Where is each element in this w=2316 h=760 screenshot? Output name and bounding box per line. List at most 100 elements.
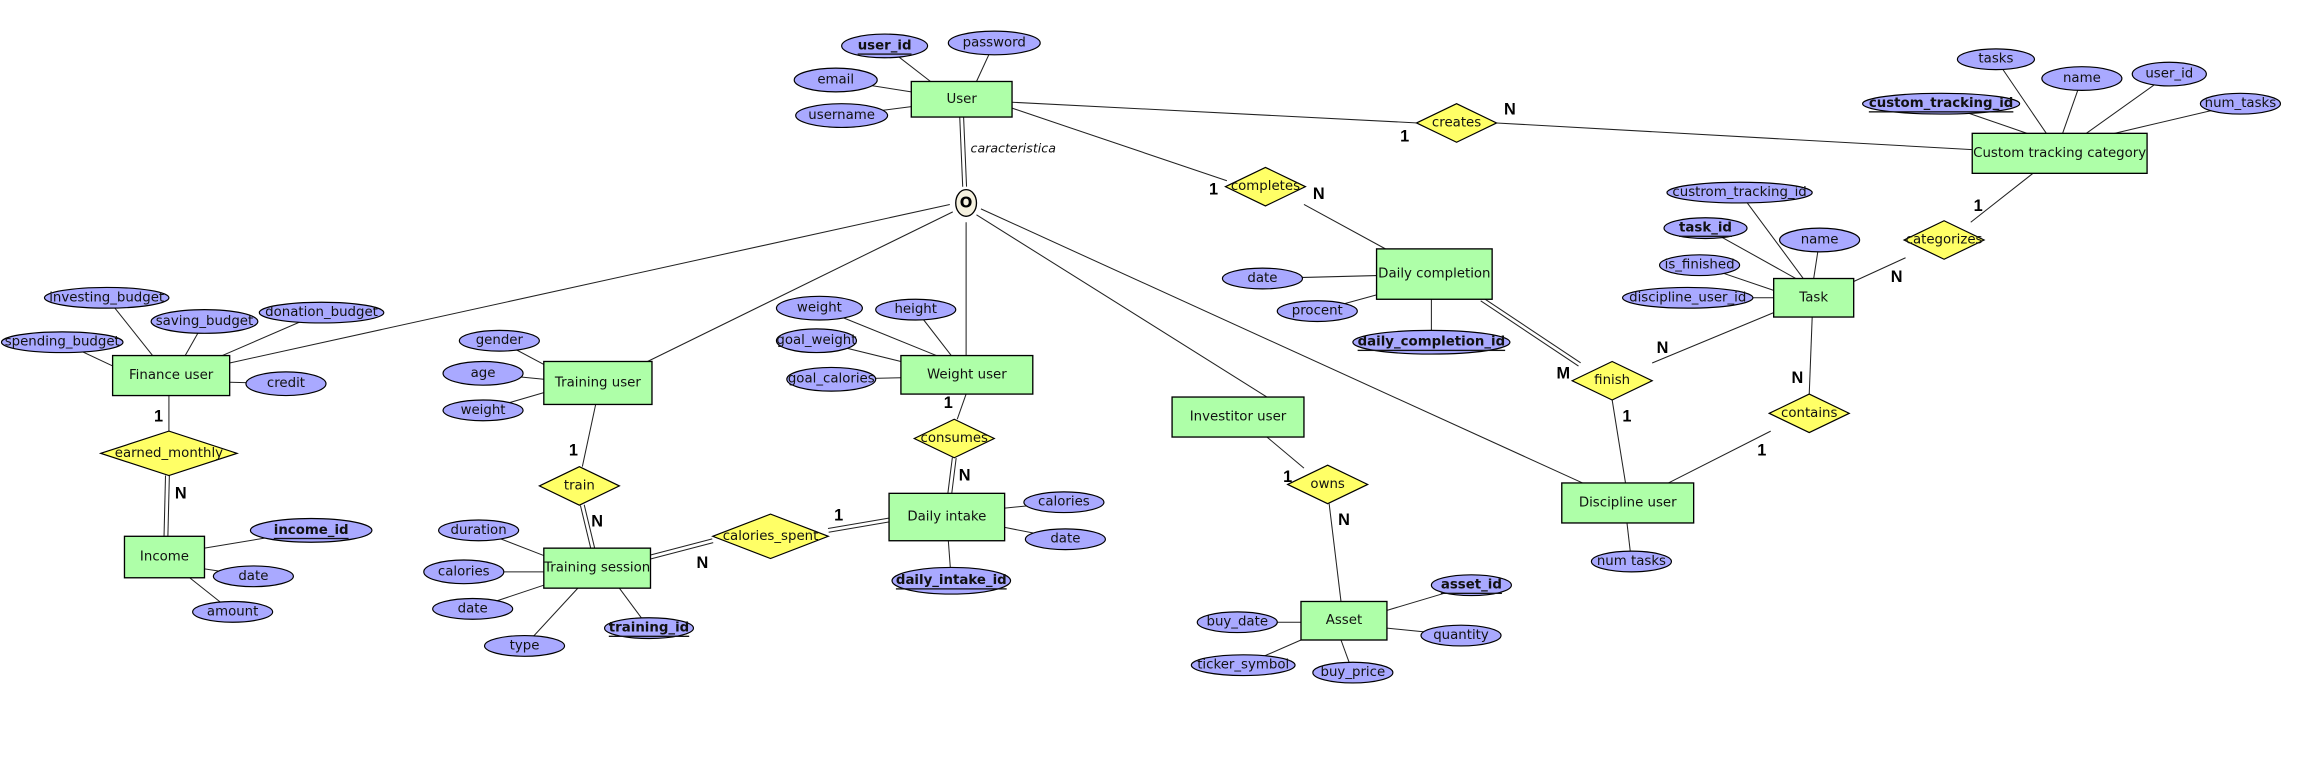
entity-task[interactable]: Task — [1773, 277, 1855, 318]
attribute-user-user-id[interactable]: user_id — [841, 33, 929, 59]
attribute-training-session-type[interactable]: type — [483, 634, 566, 657]
attribute-label: credit — [267, 376, 305, 391]
attribute-training-session-calories[interactable]: calories — [423, 559, 505, 585]
attribute-user-username[interactable]: username — [795, 103, 889, 128]
attribute-daily-completion-procent[interactable]: procent — [1276, 300, 1358, 323]
attribute-daily-intake-date[interactable]: date — [1024, 528, 1106, 551]
relationship-label: completes — [1231, 179, 1300, 194]
entity-investitor-user[interactable]: Investitor user — [1171, 396, 1305, 438]
entity-income[interactable]: Income — [123, 535, 206, 579]
attribute-asset-asset-id[interactable]: asset_id — [1430, 574, 1512, 597]
relationship-train[interactable]: train — [537, 466, 621, 506]
relationship-earned-monthly[interactable]: earned_monthly — [98, 430, 239, 477]
relationship-owns[interactable]: owns — [1286, 464, 1370, 505]
attribute-finance-user-spending-budget[interactable]: spending_budget — [0, 331, 124, 354]
attribute-task-name[interactable]: name — [1779, 227, 1861, 253]
cardinality-train-training-session: N — [591, 512, 603, 530]
attribute-daily-completion-date[interactable]: date — [1221, 267, 1304, 290]
cardinality-earned-monthly-finance-user: 1 — [154, 407, 163, 425]
attribute-task-discipline-user-id[interactable]: discipline_user_id — [1621, 286, 1754, 309]
primary-key-label: daily_completion_id — [1358, 335, 1505, 350]
attribute-training-user-gender[interactable]: gender — [458, 329, 540, 352]
attribute-weight-user-height[interactable]: height — [875, 298, 957, 321]
attribute-income-amount[interactable]: amount — [192, 600, 274, 623]
attribute-label: amount — [207, 604, 258, 619]
attribute-weight-user-goal-weight[interactable]: goal_weight — [775, 328, 858, 354]
entity-finance-user[interactable]: Finance user — [111, 354, 231, 397]
entity-label: Finance user — [129, 368, 214, 383]
attribute-weight-user-weight[interactable]: weight — [775, 295, 863, 321]
attribute-label: duration — [451, 523, 507, 538]
relationship-label: contains — [1781, 406, 1837, 421]
attribute-training-session-duration[interactable]: duration — [438, 519, 520, 542]
attribute-training-session-date[interactable]: date — [432, 597, 514, 620]
attribute-training-user-age[interactable]: age — [442, 360, 524, 386]
attribute-income-income-id[interactable]: income_id — [249, 517, 373, 543]
entity-daily-intake[interactable]: Daily intake — [888, 492, 1006, 542]
attribute-income-date[interactable]: date — [212, 565, 294, 588]
entity-discipline-user[interactable]: Discipline user — [1561, 482, 1695, 524]
attribute-label: goal_calories — [788, 372, 875, 387]
attribute-finance-user-credit[interactable]: credit — [245, 371, 327, 397]
cardinality-contains-discipline-user: 1 — [1757, 441, 1766, 459]
entity-training-user[interactable]: Training user — [543, 360, 653, 406]
attribute-weight-user-goal-calories[interactable]: goal_calories — [786, 366, 877, 392]
edge-spec-finance-user — [229, 203, 950, 364]
attribute-discipline-user-num-tasks[interactable]: num tasks — [1590, 550, 1673, 573]
edges-layer — [62, 42, 2241, 673]
attribute-label: age — [471, 366, 496, 381]
specialization-circle[interactable]: O — [955, 188, 978, 217]
attribute-daily-intake-calories[interactable]: calories — [1023, 491, 1105, 514]
attribute-custom-tracking-category-name[interactable]: name — [2041, 66, 2123, 91]
attribute-task-task-id[interactable]: task_id — [1663, 217, 1748, 240]
relationship-categorizes[interactable]: categorizes — [1902, 220, 1986, 260]
entity-weight-user[interactable]: Weight user — [900, 354, 1034, 395]
entity-label: Daily completion — [1378, 267, 1490, 282]
attribute-asset-ticker-symbol[interactable]: ticker_symbol — [1190, 654, 1296, 677]
attribute-asset-quantity[interactable]: quantity — [1420, 624, 1502, 647]
edge-weight-user-consumes — [956, 393, 967, 420]
attribute-task-is-finished[interactable]: is_finished — [1658, 254, 1741, 277]
edge-custom-tracking-categorizes — [1970, 172, 2034, 223]
attribute-finance-user-donation-budget[interactable]: donation_budget — [258, 301, 385, 324]
relationship-completes[interactable]: completes — [1224, 166, 1307, 207]
entity-user[interactable]: User — [910, 80, 1013, 118]
entity-label: User — [946, 92, 977, 107]
cardinality-categorizes-custom-tracking-category: 1 — [1974, 197, 1983, 215]
entity-asset[interactable]: Asset — [1300, 600, 1388, 641]
attribute-label: num_tasks — [2205, 96, 2277, 111]
attribute-training-user-weight[interactable]: weight — [442, 399, 524, 422]
attribute-asset-buy-price[interactable]: buy_price — [1312, 661, 1394, 684]
attribute-training-session-training-id[interactable]: training_id — [603, 617, 695, 640]
edge-spec-training-user — [647, 211, 954, 362]
attribute-custom-tracking-category-num-tasks[interactable]: num_tasks — [2199, 92, 2282, 115]
relationship-calories-spent[interactable]: calories_spent — [711, 513, 830, 560]
attribute-finance-user-saving-budget[interactable]: saving_budget — [150, 309, 259, 334]
attribute-label: buy_price — [1321, 665, 1386, 680]
edge-user-specialization — [959, 116, 968, 187]
attribute-custom-tracking-category-user-id[interactable]: user_id — [2131, 61, 2207, 87]
attribute-user-email[interactable]: email — [793, 67, 878, 93]
entity-training-session[interactable]: Training session — [543, 547, 652, 589]
relationship-creates[interactable]: creates — [1415, 103, 1498, 143]
attribute-finance-user-investing-budget[interactable]: investing_budget — [43, 286, 170, 309]
entity-custom-tracking-category[interactable]: Custom tracking category — [1971, 132, 2148, 174]
relationship-finish[interactable]: finish — [1570, 360, 1654, 401]
specialization-symbol: O — [960, 194, 973, 211]
attribute-daily-intake-daily-intake-id[interactable]: daily_intake_id — [891, 566, 1012, 595]
entity-daily-completion[interactable]: Daily completion — [1375, 248, 1493, 300]
attribute-task-custrom-tracking-id[interactable]: custrom_tracking_id — [1666, 181, 1813, 204]
attribute-label: date — [238, 569, 268, 584]
attribute-custom-tracking-category-custom-tracking-id[interactable]: custom_tracking_id — [1861, 92, 2021, 115]
attribute-label: tasks — [1978, 52, 2013, 67]
attribute-user-password[interactable]: password — [947, 30, 1041, 56]
attribute-custom-tracking-category-tasks[interactable]: tasks — [1956, 48, 2036, 71]
attribute-daily-completion-daily-completion-id[interactable]: daily_completion_id — [1352, 329, 1511, 355]
attribute-label: investing_budget — [49, 290, 164, 305]
relationship-consumes[interactable]: consumes — [912, 418, 996, 459]
relationship-contains[interactable]: contains — [1767, 393, 1851, 434]
attribute-asset-buy-date[interactable]: buy_date — [1196, 611, 1278, 634]
primary-key-label: income_id — [274, 523, 349, 538]
